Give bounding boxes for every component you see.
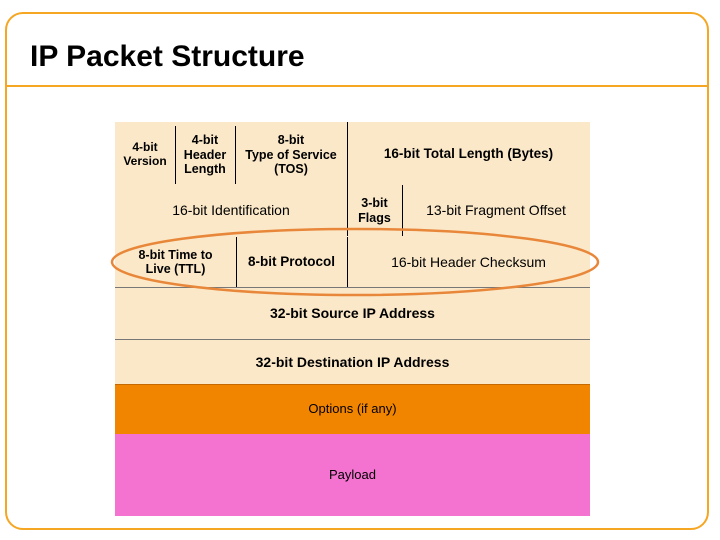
tos-abbrev: (TOS) [274, 162, 308, 177]
row-divider [115, 339, 590, 340]
dest-ip-label: 32-bit Destination IP Address [255, 353, 450, 370]
divider-tos-length [347, 122, 348, 185]
fragment-offset-field: 13-bit Fragment Offset [402, 185, 590, 236]
header-length-label-2: Length [184, 162, 226, 177]
flags-bits: 3-bit [361, 196, 388, 211]
version-label: Version [123, 154, 167, 168]
divider-flags-offset [402, 185, 403, 236]
total-length-field: 16-bit Total Length (Bytes) [347, 122, 590, 185]
total-length-label: 16-bit Total Length (Bytes) [383, 145, 554, 161]
payload-label: Payload [329, 466, 376, 482]
checksum-label: 16-bit Header Checksum [391, 253, 546, 270]
options-field: Options (if any) [115, 384, 590, 434]
header-length-label: Header [183, 147, 227, 162]
header-length-field: 4-bit Header Length [175, 126, 235, 184]
identification-label: 16-bit Identification [172, 202, 290, 219]
version-bits: 4-bit [132, 140, 158, 155]
flags-label: Flags [358, 210, 391, 225]
protocol-field: 8-bit Protocol [236, 237, 347, 287]
version-field: 4-bit Version [115, 126, 175, 184]
divider-header-tos [235, 126, 236, 184]
title-divider [5, 85, 709, 87]
ttl-field: 8-bit Time to Live (TTL) [115, 237, 236, 287]
divider-id-flags [347, 185, 348, 236]
header-length-bits: 4-bit [191, 133, 219, 148]
tos-bits: 8-bit [277, 133, 305, 148]
slide-title: IP Packet Structure [30, 40, 305, 73]
fragment-offset-label: 13-bit Fragment Offset [426, 202, 566, 219]
tos-field: 8-bit Type of Service (TOS) [235, 126, 347, 184]
options-label: Options (if any) [308, 401, 397, 417]
ttl-label: Live (TTL) [145, 262, 206, 276]
tos-label: Type of Service [245, 147, 337, 162]
slide-frame [5, 12, 709, 530]
flags-field: 3-bit Flags [347, 185, 402, 236]
protocol-label: 8-bit Protocol [248, 254, 335, 270]
source-ip-field: 32-bit Source IP Address [115, 288, 590, 339]
identification-field: 16-bit Identification [115, 185, 347, 236]
ttl-bits: 8-bit Time to [138, 247, 213, 262]
checksum-field: 16-bit Header Checksum [347, 237, 590, 287]
source-ip-label: 32-bit Source IP Address [270, 305, 435, 322]
divider-version-header [175, 126, 176, 184]
payload-field: Payload [115, 434, 590, 516]
dest-ip-field: 32-bit Destination IP Address [115, 340, 590, 384]
